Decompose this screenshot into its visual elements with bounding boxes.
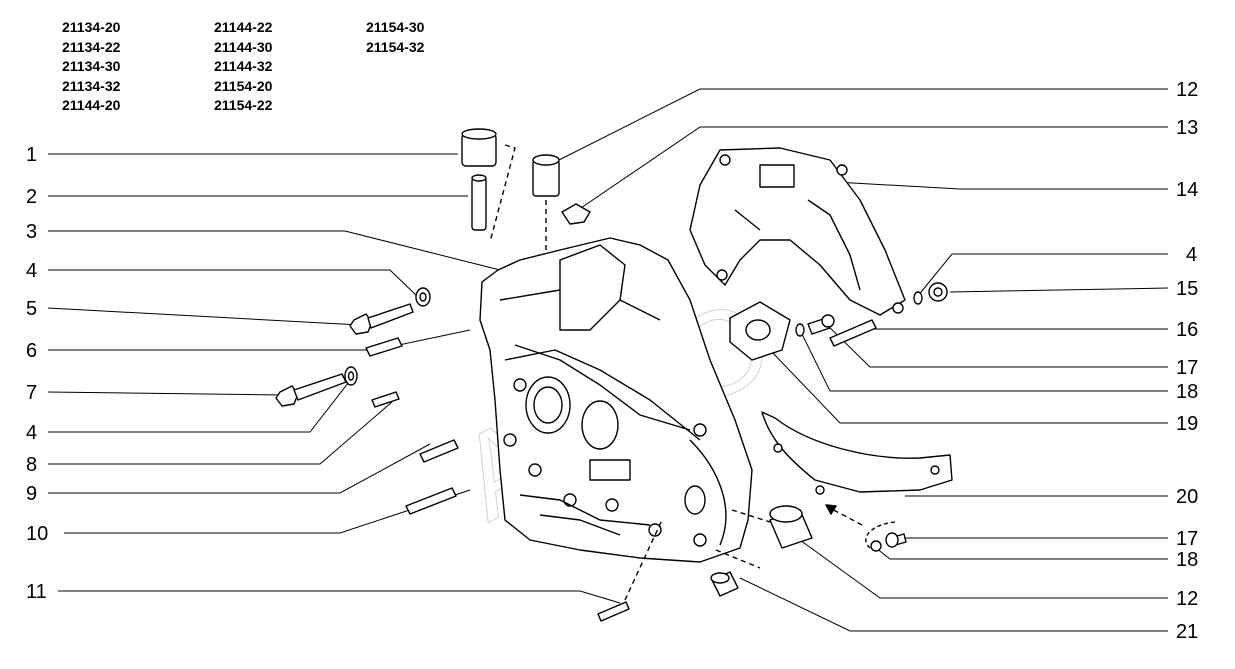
callout-number: 12: [1176, 79, 1198, 101]
model-code-list: 21134-20 21144-22 21154-30 21134-22 2114…: [62, 18, 518, 116]
stud-part: [597, 601, 630, 622]
callout-number: 2: [26, 186, 37, 208]
model-code: 21144-32: [214, 58, 273, 74]
plug-part: [710, 571, 739, 597]
model-code: 21154-22: [214, 97, 273, 113]
callout-number: 10: [26, 523, 48, 545]
callout-number: 5: [26, 298, 37, 320]
callout-number: 4: [1186, 244, 1197, 266]
model-code: 21154-20: [214, 77, 273, 94]
flange-part: [729, 301, 791, 361]
washer-part: [913, 291, 923, 305]
callout-number: 12: [1176, 588, 1198, 610]
callout-number: 9: [26, 483, 37, 505]
stud-part: [371, 391, 400, 408]
callout-number: 6: [26, 340, 37, 362]
callout-number: 13: [1176, 117, 1198, 139]
shield-part: [761, 411, 953, 495]
model-code: 21144-30: [214, 38, 273, 55]
model-code: 21134-32: [62, 77, 121, 94]
callout-number: 18: [1176, 381, 1198, 403]
washer-part: [344, 366, 358, 386]
callout-number: 3: [26, 221, 37, 243]
model-code: 21134-30: [62, 58, 121, 74]
gearbox-housing: [479, 237, 753, 563]
model-code: 21134-22: [62, 38, 121, 55]
callout-number: 11: [26, 581, 47, 603]
callout-labels-right: 12 13 14 4 15 16 17 18 19 20 17 18 12 21: [1176, 79, 1198, 643]
screw-part: [885, 532, 907, 548]
callout-number: 7: [26, 382, 37, 404]
cover-plate-part: [689, 147, 906, 316]
cap-part: [461, 128, 497, 167]
nut-part: [928, 282, 948, 302]
washer-part: [415, 287, 431, 307]
callout-number: 4: [26, 422, 37, 444]
callout-number: 19: [1176, 413, 1198, 435]
leader-lines-left: [47, 153, 621, 604]
callout-number: 4: [26, 260, 37, 282]
callout-number: 20: [1176, 486, 1198, 508]
model-code: 21134-20: [62, 19, 121, 35]
callout-number: 18: [1176, 549, 1198, 571]
washer-part: [870, 540, 882, 552]
callout-number: 14: [1176, 179, 1198, 201]
callout-number: 17: [1176, 528, 1198, 550]
model-code: 21144-22: [214, 19, 273, 35]
callout-number: 17: [1176, 357, 1198, 379]
callout-number: 21: [1176, 621, 1198, 643]
clip-part: [561, 203, 591, 225]
bolt-part: [275, 373, 347, 407]
stud-part: [405, 487, 457, 515]
model-code: 21154-32: [366, 38, 425, 55]
stud-part: [419, 439, 459, 463]
parts-drawing: [275, 128, 953, 622]
screw-part: [807, 314, 835, 335]
model-code: 21154-30: [366, 19, 425, 35]
bolt-part: [349, 303, 414, 335]
leader-lines-right: [554, 88, 1169, 632]
callout-number: 1: [26, 144, 37, 166]
washer-part: [795, 323, 805, 337]
bushing-part: [532, 154, 560, 197]
stud-part: [365, 337, 403, 357]
bushing-part: [769, 505, 813, 549]
stud-part: [829, 319, 877, 347]
callout-number: 15: [1176, 278, 1198, 300]
callout-labels-left: 1 2 3 4 5 6 7 4 8 9 10 11: [26, 144, 48, 603]
callout-number: 8: [26, 454, 37, 476]
breather-part: [471, 174, 487, 231]
model-code: 21144-20: [62, 97, 121, 113]
callout-number: 16: [1176, 319, 1198, 341]
